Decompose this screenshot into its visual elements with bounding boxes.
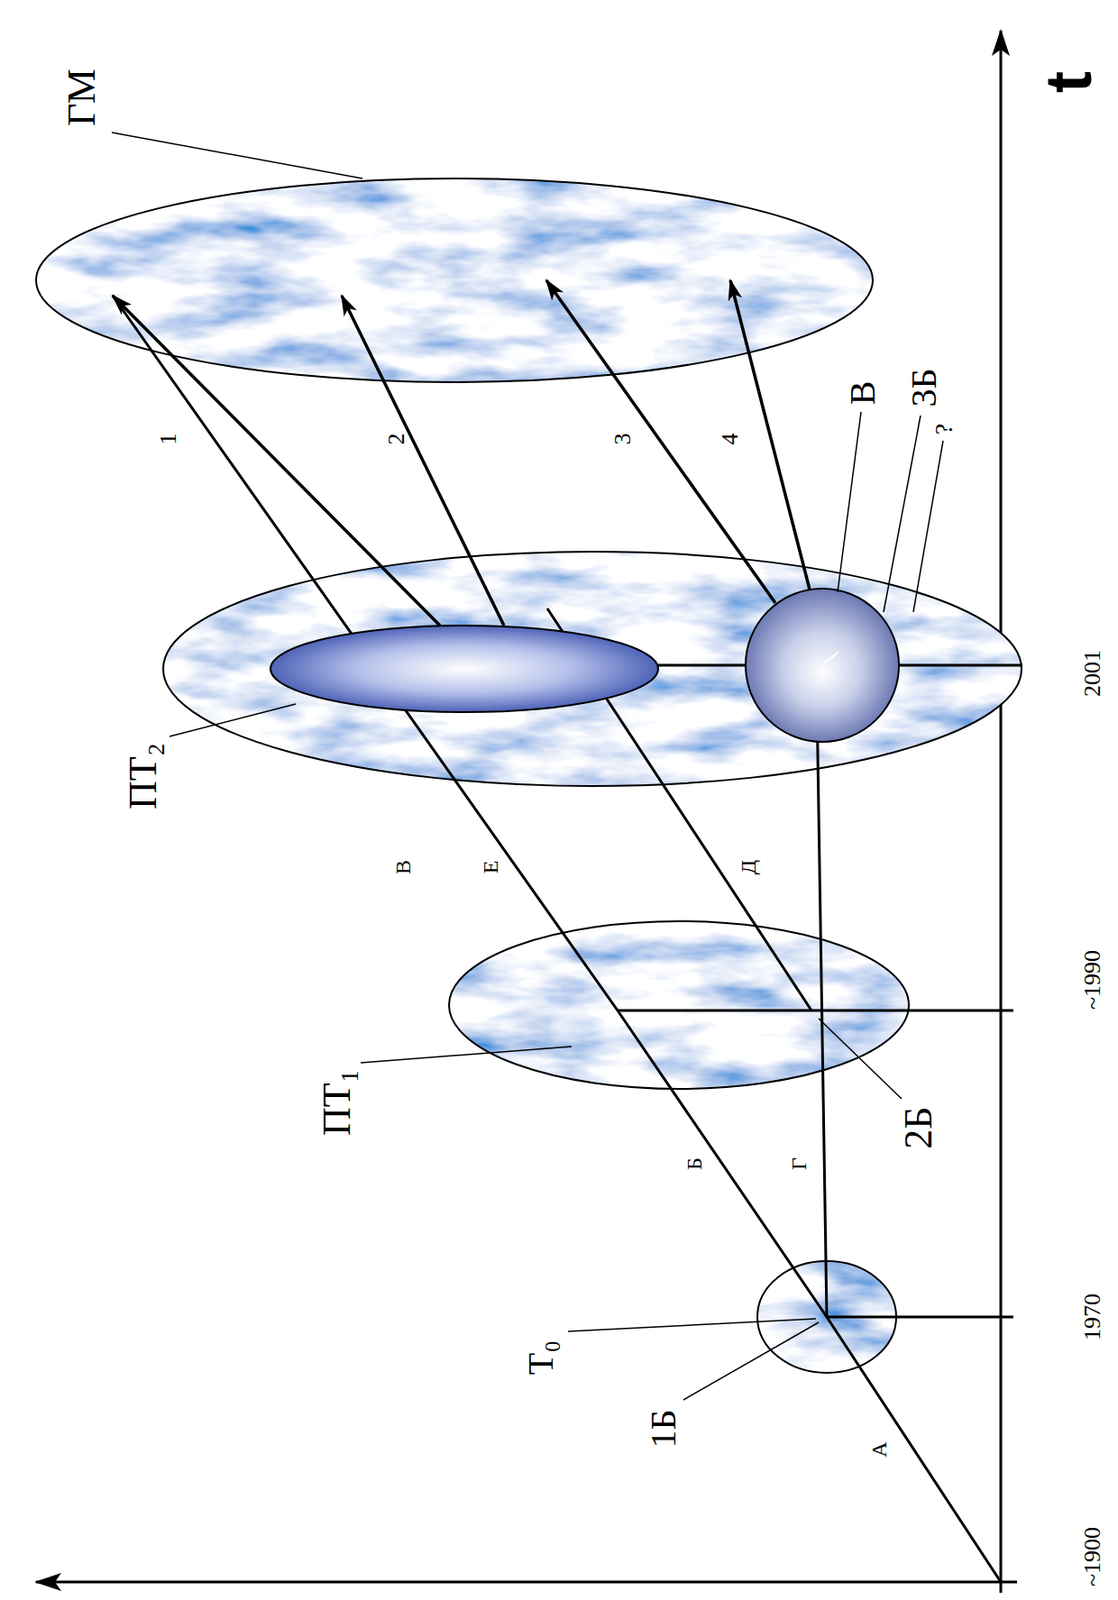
line-letter: Б	[683, 1157, 706, 1171]
callout-label: Т₀	[522, 1340, 559, 1375]
arrow-1	[112, 295, 440, 626]
tick-1990	[617, 1009, 1014, 1013]
pt1-region	[449, 921, 909, 1090]
arrow-number: 4	[718, 433, 743, 446]
sphere-highlight	[822, 651, 839, 666]
callout-label: ?	[931, 423, 957, 435]
year-label: ~1990	[1081, 950, 1105, 1010]
pt2-region	[163, 551, 1022, 787]
pt2-outline	[163, 551, 1022, 787]
year-label: ~1900	[1081, 1527, 1105, 1587]
callout-label: 2Б	[898, 1106, 939, 1149]
tick-1970	[826, 1316, 1014, 1320]
line-letter: Г	[788, 1157, 810, 1171]
line-letter: Е	[479, 861, 502, 875]
leader-1b	[683, 1322, 819, 1401]
arrow-number: 1	[156, 433, 181, 446]
leader-t0	[568, 1319, 816, 1332]
callout-label: 1Б	[645, 1410, 682, 1449]
line-t0-sphere	[816, 698, 827, 1318]
arrow-2	[341, 295, 505, 626]
arrow-number: 3	[611, 433, 635, 446]
year-label: 2001	[1081, 650, 1105, 697]
leader-3b	[883, 415, 921, 613]
line-letter: В	[392, 860, 414, 875]
leader-pt1	[360, 1046, 572, 1064]
line-letter: Д	[737, 860, 760, 875]
leader-pt2	[169, 704, 296, 737]
leader-v	[837, 412, 862, 593]
leader-2b	[818, 1018, 902, 1100]
leader-gm	[111, 132, 363, 179]
callout-label: ПТ₁	[317, 1069, 358, 1137]
time-axis	[999, 30, 1003, 1594]
callout-label: В	[844, 381, 881, 406]
leader-question	[913, 440, 944, 613]
vertical-axis	[36, 1581, 1018, 1585]
arrow-3	[546, 280, 776, 604]
callout-label: ГМ	[62, 68, 102, 127]
pt1-outline	[449, 921, 909, 1090]
arrow-number: 2	[384, 433, 409, 446]
main-line	[112, 295, 1001, 1583]
axis-label: t	[1035, 71, 1101, 93]
callout-label: 3Б	[906, 368, 943, 408]
line-letter: А	[868, 1441, 890, 1458]
pt2-core	[270, 625, 659, 713]
arrow-4	[730, 280, 810, 590]
sphere	[745, 588, 899, 743]
year-label: 1970	[1081, 1293, 1105, 1341]
callout-label: ПТ₂	[123, 742, 164, 810]
